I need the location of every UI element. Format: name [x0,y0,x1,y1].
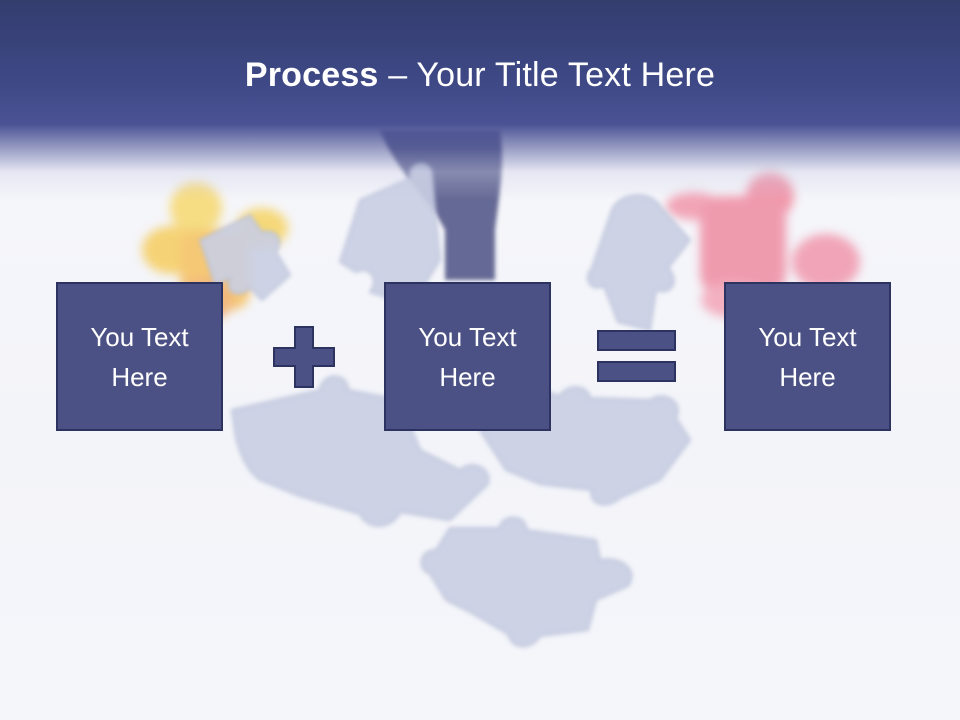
title-rest-part: – Your Title Text Here [378,56,716,94]
process-box-1: You Text Here [56,282,223,431]
slide-title: Process – Your Title Text Here [0,52,960,98]
plus-icon [273,326,335,388]
box-text-line2: Here [779,361,836,392]
box-text-line2: Here [111,361,168,392]
process-box-3: You Text Here [724,282,891,431]
title-banner [0,0,960,200]
box-text-line1: You Text [418,321,517,352]
puzzle-piece-icon [230,375,490,527]
box-text-line1: You Text [90,321,189,352]
process-box-2: You Text Here [384,282,551,431]
box-text-line2: Here [439,361,496,392]
equals-icon [597,330,676,382]
puzzle-piece-icon [420,516,633,648]
box-text-line1: You Text [758,321,857,352]
puzzle-piece-icon [198,213,292,302]
title-bold-part: Process [244,56,379,94]
